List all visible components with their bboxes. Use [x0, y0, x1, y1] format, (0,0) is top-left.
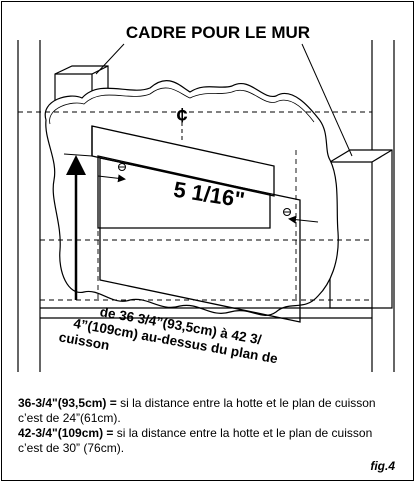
note-36-key: 36-3/4"(93,5cm) = [18, 396, 117, 410]
hood-back-plate [99, 157, 301, 323]
right-frame-block [329, 149, 393, 309]
note-36: 36-3/4"(93,5cm) = si la distance entre l… [18, 396, 398, 426]
note-42-key: 42-3/4"(109cm) = [18, 426, 114, 440]
note-42: 42-3/4"(109cm) = si la distance entre la… [18, 426, 398, 456]
note-36-text: si la distance entre la hotte et le plan… [18, 396, 376, 425]
screw-icon [118, 163, 291, 216]
centerline-symbol: ¢ [176, 105, 187, 127]
left-wall-stud [17, 40, 41, 372]
note-42-text: si la distance entre la hotte et le plan… [18, 426, 373, 455]
notes: 36-3/4"(93,5cm) = si la distance entre l… [18, 396, 398, 456]
frame-rails [40, 307, 372, 319]
title-leader-lines [95, 43, 353, 157]
diagram-title: CADRE POUR LE MUR [126, 23, 310, 42]
figure-label: fig.4 [370, 459, 395, 473]
